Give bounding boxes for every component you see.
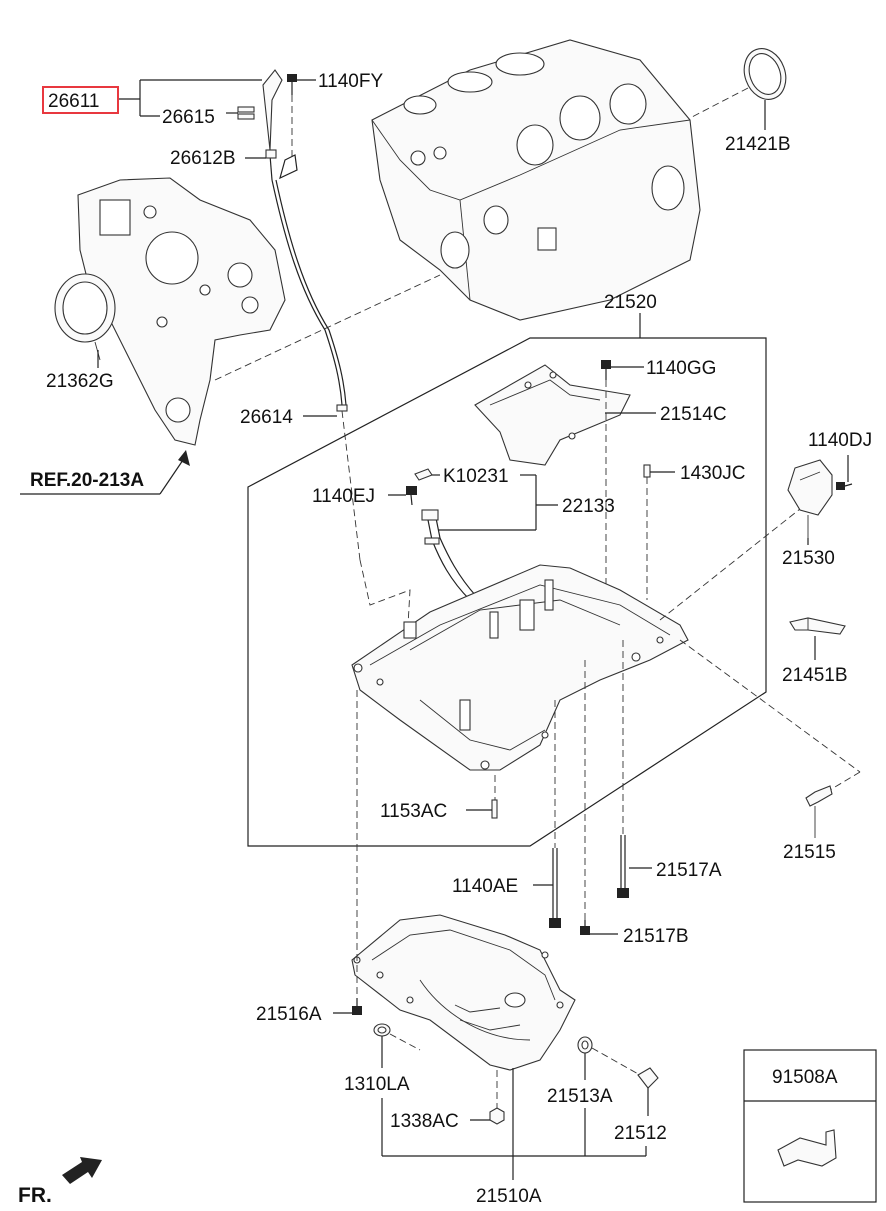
dowel-pin-1430jc — [643, 464, 651, 478]
label-ref-20-213a[interactable]: REF.20-213A — [30, 470, 144, 491]
label-1140ej[interactable]: 1140EJ — [312, 486, 375, 507]
label-21513a[interactable]: 21513A — [547, 1086, 613, 1107]
label-21421b[interactable]: 21421B — [725, 134, 791, 155]
crankshaft-seal-ring — [743, 48, 787, 100]
label-1310la[interactable]: 1310LA — [344, 1074, 410, 1095]
bracket-91508a-box — [743, 1049, 877, 1203]
drain-plug-21512 — [637, 1067, 659, 1089]
label-21510a[interactable]: 21510A — [476, 1186, 542, 1207]
bolt-1140dj — [836, 482, 853, 490]
oil-baffle-plate — [474, 364, 631, 466]
bolt-21516a — [352, 998, 362, 1015]
highlight-box — [42, 86, 119, 114]
label-1153ac[interactable]: 1153AC — [380, 801, 447, 822]
bolt-1140gg — [601, 360, 611, 380]
gasket-21513a — [577, 1036, 593, 1054]
leader-lines — [20, 79, 849, 1180]
label-26614[interactable]: 26614 — [240, 407, 293, 428]
label-22133[interactable]: 22133 — [562, 496, 615, 517]
bolt-1140ej — [406, 486, 417, 506]
front-arrow-icon — [62, 1157, 102, 1184]
label-1430jc[interactable]: 1430JC — [680, 463, 746, 484]
bolt-21517a — [617, 835, 629, 898]
label-21517a[interactable]: 21517A — [656, 860, 722, 881]
label-21530[interactable]: 21530 — [782, 548, 835, 569]
engine-block — [371, 39, 701, 321]
label-26612b[interactable]: 26612B — [170, 148, 236, 169]
label-21362g[interactable]: 21362G — [46, 371, 114, 392]
label-21520[interactable]: 21520 — [604, 292, 657, 313]
label-21516a[interactable]: 21516A — [256, 1004, 322, 1025]
lower-oil-pan — [351, 914, 576, 1071]
label-1140fy[interactable]: 1140FY — [318, 71, 383, 92]
label-1140ae[interactable]: 1140AE — [452, 876, 518, 897]
label-21515[interactable]: 21515 — [783, 842, 836, 863]
oil-level-gauge-dipstick — [262, 69, 348, 412]
label-k10231[interactable]: K10231 — [443, 466, 509, 487]
upper-oil-pan — [351, 564, 689, 771]
label-26615[interactable]: 26615 — [162, 107, 215, 128]
upper-pan-group-frame — [247, 337, 767, 847]
washer-1310la — [373, 1023, 391, 1037]
label-21451b[interactable]: 21451B — [782, 665, 848, 686]
label-1140gg[interactable]: 1140GG — [646, 358, 716, 379]
dipstick-o-rings — [237, 106, 255, 120]
liquid-gasket-tube — [789, 617, 846, 635]
part-labels: 26611 26615 1140FY 26612B 21421B 21362G … — [18, 71, 872, 1207]
timing-cover-plug — [54, 273, 116, 343]
bolt-21515 — [805, 785, 833, 838]
bolt-1140ae — [549, 848, 561, 928]
k10231-gasket — [414, 468, 433, 481]
dipstick-bolt — [287, 74, 297, 95]
label-26611[interactable]: 26611 — [48, 91, 99, 112]
label-1140dj[interactable]: 1140DJ — [808, 430, 872, 451]
bolt-21517b — [580, 920, 590, 935]
nut-1338ac — [489, 1107, 505, 1125]
label-front: FR. — [18, 1184, 52, 1207]
timing-chain-cover — [77, 177, 286, 446]
label-21517b[interactable]: 21517B — [623, 926, 689, 947]
cover-21530 — [787, 459, 833, 516]
label-91508a[interactable]: 91508A — [772, 1067, 838, 1088]
label-1338ac[interactable]: 1338AC — [390, 1111, 459, 1132]
oil-strainer — [421, 509, 477, 601]
label-21514c[interactable]: 21514C — [660, 404, 727, 425]
bolt-1153ac — [491, 799, 498, 819]
label-21512[interactable]: 21512 — [614, 1123, 667, 1144]
